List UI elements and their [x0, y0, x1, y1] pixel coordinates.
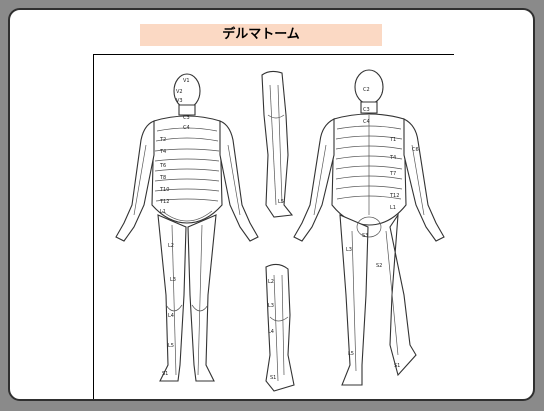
dermatome-diagram: V1 V2 V3 C3 C4 T2 T4 T6 T8 T10 T12 L1 L2… — [115, 69, 445, 392]
label-back-l5: L5 — [348, 351, 354, 357]
label-back-c3: C3 — [363, 107, 370, 113]
front-body — [115, 73, 259, 382]
label-front-c4: C4 — [183, 125, 190, 131]
label-front-t6: T6 — [159, 163, 166, 169]
label-back-s3: S3 — [362, 233, 368, 239]
label-front-l3: L3 — [170, 277, 176, 283]
label-front-l4: L4 — [168, 313, 174, 319]
label-back-t7: T7 — [389, 171, 396, 177]
label-leg-l3: L3 — [268, 303, 274, 309]
label-leg-l2: L2 — [268, 279, 274, 285]
label-front-v2: V2 — [176, 89, 183, 95]
back-body — [293, 69, 445, 386]
label-front-l1: L1 — [160, 209, 166, 215]
label-back-t1: T1 — [389, 137, 396, 143]
label-back-c4: C4 — [363, 119, 370, 125]
label-front-v3: V3 — [176, 98, 183, 104]
lateral-leg-top — [261, 70, 294, 218]
label-back-l1: L1 — [390, 205, 396, 211]
label-back-s2: S2 — [376, 263, 382, 269]
dermatome-figure: V1 V2 V3 C3 C4 T2 T4 T6 T8 T10 T12 L1 L2… — [93, 54, 454, 399]
segment-labels: V1 V2 V3 C3 C4 T2 T4 T6 T8 T10 T12 L1 L2… — [159, 78, 419, 381]
slide-card: デルマトーム — [8, 8, 535, 401]
label-front-t10: T10 — [159, 187, 169, 193]
label-front-t12: T12 — [159, 199, 169, 205]
label-front-v1: V1 — [183, 78, 190, 84]
label-back-l3: L3 — [346, 247, 352, 253]
label-front-t8: T8 — [159, 175, 166, 181]
label-back-t4: T4 — [389, 155, 396, 161]
label-front-s1: S1 — [162, 371, 168, 377]
label-leg-l5: L5 — [278, 199, 284, 205]
label-front-l2: L2 — [168, 243, 174, 249]
label-leg-s1: S1 — [270, 375, 276, 381]
label-front-c3: C3 — [183, 115, 190, 121]
label-front-l5: L5 — [168, 343, 174, 349]
label-back-s1: S1 — [394, 363, 400, 369]
lateral-leg-bottom — [265, 263, 295, 392]
label-front-t4: T4 — [159, 149, 166, 155]
label-front-t2: T2 — [159, 137, 166, 143]
slide-title: デルマトーム — [140, 24, 382, 46]
label-leg-l4: L4 — [268, 329, 274, 335]
label-back-c6: C6 — [412, 147, 419, 153]
label-back-t12: T12 — [389, 193, 399, 199]
label-back-c2: C2 — [363, 87, 370, 93]
